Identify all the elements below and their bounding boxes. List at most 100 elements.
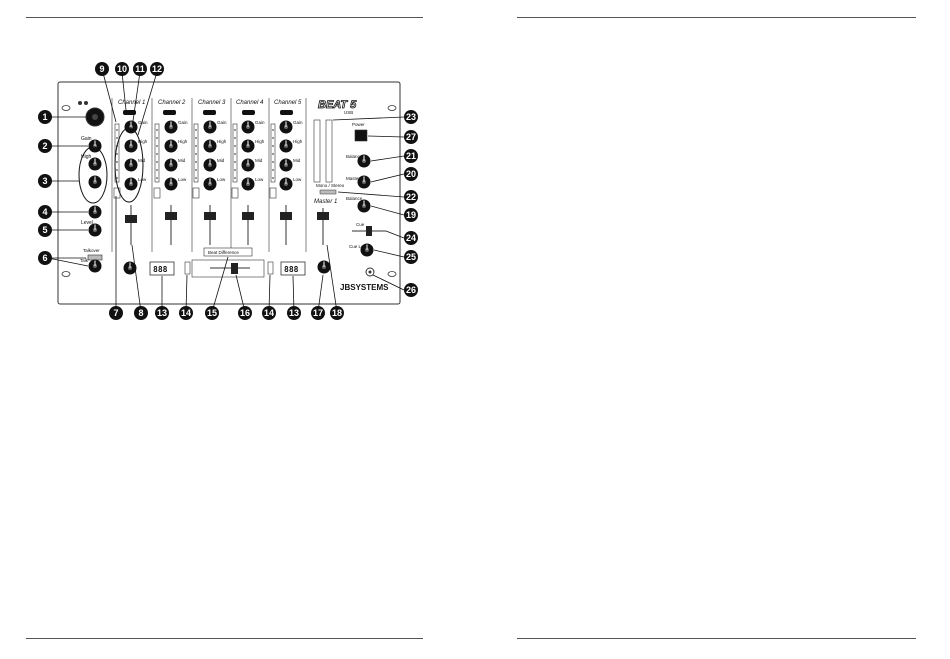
mic-pan-knob[interactable] [88,205,102,219]
callout-3: 3 [38,174,52,188]
channel-3-title: Channel 3 [198,100,226,106]
channel-3-mid-knob[interactable] [203,158,217,172]
channel-3-label-low: Low [217,177,226,182]
channel-5-low-knob[interactable] [279,177,293,191]
callout-9: 9 [95,62,109,76]
channel-5-gain-knob[interactable] [279,120,293,134]
callout-4: 4 [38,205,52,219]
channel-3-low-knob[interactable] [203,177,217,191]
master-level-knob[interactable] [357,175,371,189]
channel-2-label-high: High [178,139,188,144]
tempo-switch-right[interactable] [267,261,274,275]
channel-5-high-knob[interactable] [279,139,293,153]
channel-1-label-gain: Gain [138,120,148,125]
channel-3-fader-knob[interactable] [204,212,216,220]
leader-line-8 [131,244,142,313]
channel-4-input-switch[interactable] [242,110,255,115]
beat-difference-box [203,247,253,257]
leader-line-25 [373,249,405,258]
leader-line-24 [385,230,405,239]
channel-2-gain-knob[interactable] [164,120,178,134]
rack-hole [61,271,71,277]
channel-2-fader-knob[interactable] [165,212,177,220]
channel-5-fader-knob[interactable] [280,212,292,220]
callout-5: 5 [38,223,52,237]
callout-16-number: 16 [240,308,250,318]
power-switch[interactable] [354,129,368,142]
cue-level-knob[interactable] [360,243,374,257]
callout-23: 23 [404,110,418,124]
crossfader-knob[interactable] [231,263,238,274]
channel-4-mid-knob[interactable] [241,158,255,172]
master-fader-knob[interactable] [317,212,329,220]
logo-text: BEAT 5 [318,99,357,111]
callout-5-number: 5 [42,225,47,235]
mic-input-xlr-center [92,114,98,120]
beat-5-logo: BEAT 5 USB [318,99,358,115]
channel-3-cue-button[interactable] [192,187,200,199]
master-balance-knob[interactable] [357,154,371,168]
channel-5-input-switch[interactable] [280,110,293,115]
channel-2-input-switch[interactable] [163,110,176,115]
channel-1-mid-knob[interactable] [124,158,138,172]
tempo-switch-left[interactable] [184,261,191,275]
rack-hole [61,105,71,111]
channel-5-cue-button[interactable] [269,187,277,199]
leader-line-13b [292,275,295,313]
mic-led [84,101,88,105]
channel-2-cue-button[interactable] [153,187,161,199]
callout-19: 19 [404,208,418,222]
channel-1-fader-knob[interactable] [125,215,137,223]
master-label: Master [346,176,360,181]
channel-1-high-knob[interactable] [124,139,138,153]
talk-knob[interactable] [88,259,102,273]
channel-4-strip: Channel 4 Gain High Mid Low [231,100,265,245]
channel-4-cue-button[interactable] [231,187,239,199]
channel-2-low-knob[interactable] [164,177,178,191]
channel-1-eq-group-outline [114,127,144,203]
bottom-rule-left [26,638,423,639]
channel-2-strip: Channel 2 Gain High Mid Low [153,100,188,245]
lamp-knob-right[interactable] [317,260,331,274]
master-fader-label: Master 1 [314,199,337,205]
callout-13a-number: 13 [157,308,167,318]
channel-5-mid-knob[interactable] [279,158,293,172]
channel-4-fader-knob[interactable] [242,212,254,220]
channel-2-title: Channel 2 [158,100,186,106]
channel-3-high-knob[interactable] [203,139,217,153]
leader-line-14b [268,274,271,313]
channel-2-mid-knob[interactable] [164,158,178,172]
mic-low-knob[interactable] [88,175,102,189]
mic-label-high: High [81,154,92,160]
bottom-rule-right [517,638,916,639]
channel-1-cue-button[interactable] [113,187,121,199]
top-rule-left [26,17,423,18]
channel-4-vu-meter [232,123,238,183]
talkover-button[interactable] [87,254,103,261]
mic-level-knob[interactable] [88,223,102,237]
channel-1-label-low: Low [138,177,147,182]
callout-13a: 13 [155,306,169,320]
leader-line-22 [337,191,405,198]
channel-1-input-switch[interactable] [123,110,136,115]
channel-1-label-high: High [138,139,148,144]
leader-line-23 [332,116,405,121]
channel-4-low-knob[interactable] [241,177,255,191]
channel-4-gain-knob[interactable] [241,120,255,134]
channel-3-gain-knob[interactable] [203,120,217,134]
callout-12-number: 12 [152,64,162,74]
channel-4-high-knob[interactable] [241,139,255,153]
bpm-display-left-value: 888 [153,265,168,274]
cue-crossfader-knob[interactable] [366,226,372,236]
bpm-display-right-value: 888 [284,265,299,274]
mic-high-knob[interactable] [88,157,102,171]
channel-1-low-knob[interactable] [124,177,138,191]
channel-3-input-switch[interactable] [203,110,216,115]
mono-stereo-switch[interactable] [319,189,337,195]
mic-label-talkover: Talkover [83,248,100,253]
callout-26-number: 26 [406,285,416,295]
booth-balance-knob[interactable] [357,199,371,213]
callout-26: 26 [404,283,418,297]
callout-14b-number: 14 [264,308,274,318]
channel-2-high-knob[interactable] [164,139,178,153]
